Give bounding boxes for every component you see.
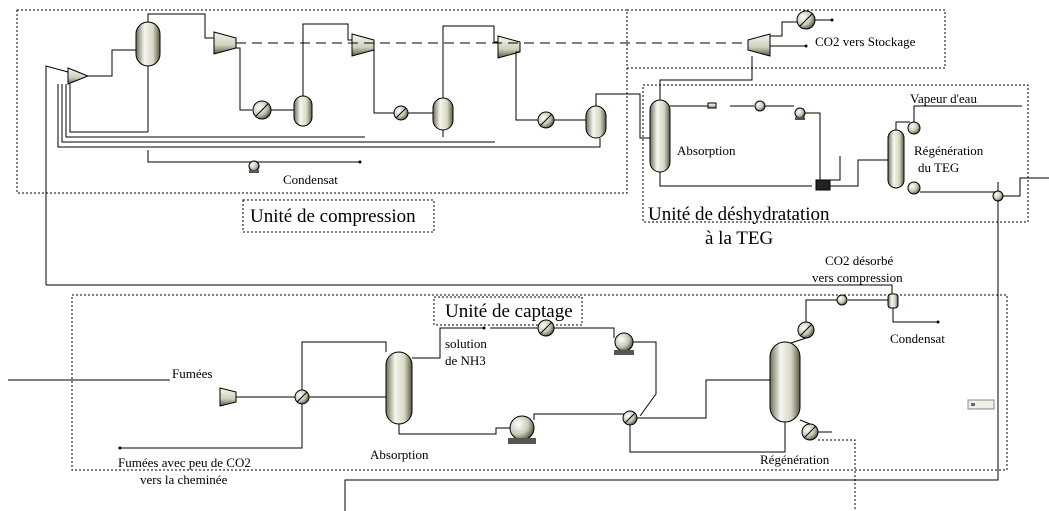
compression-title-box [242,199,435,233]
capture-flash-drum[interactable] [887,293,899,309]
teg-reboiler-icon[interactable] [907,181,921,195]
teg-cross-exchanger-icon[interactable] [815,179,831,191]
fumees-label: Fumées [172,366,212,381]
dehydration-unit-title: Unité de déshydratation [648,204,830,225]
nh3-label-1: solution [445,336,487,351]
condensat-capture-label: Condensat [890,331,945,346]
capture-pump-2-icon[interactable] [508,415,536,444]
flash-drum-2[interactable] [293,95,313,127]
capture-title-box [433,296,583,326]
teg-heat-exchanger-1-icon[interactable] [754,100,766,112]
compressor-4-icon[interactable] [747,33,771,57]
flash-drum-4[interactable] [585,105,607,139]
capture-absorber-column[interactable] [385,351,413,425]
fumees-out-label-1: Fumées avec peu de CO2 [118,455,251,470]
legend-marker [967,399,995,410]
co2-desorbe-label-1: CO2 désorbé [825,253,893,268]
mixer-icon[interactable] [67,67,90,85]
compressor-2-icon[interactable] [351,33,375,57]
compression-unit-box [16,9,628,194]
blower-icon[interactable] [219,387,237,407]
regen-teg-label-2: du TEG [918,160,959,175]
compression-unit-title: Unité de compression [250,206,416,227]
condensat-top-label: Condensat [283,172,338,187]
condensat-pump-icon[interactable] [248,160,260,173]
capture-absorption-label: Absorption [370,447,429,462]
compressor-3-icon[interactable] [497,35,521,59]
capture-unit-title: Unité de captage [445,301,573,322]
dehydration-unit-box [642,84,1029,223]
teg-absorber-column[interactable] [649,99,671,173]
teg-absorption-label: Absorption [677,143,736,158]
capture-pump-1-icon[interactable] [614,332,634,355]
flash-drum-1[interactable] [135,21,161,67]
regeneration-label: Régénération [760,452,830,467]
co2-storage-label: CO2 vers Stockage [815,34,916,49]
teg-condenser-icon[interactable] [907,121,921,135]
flash-drum-3[interactable] [432,97,454,131]
dehydration-unit-subtitle: à la TEG [705,228,774,249]
teg-pump-icon[interactable] [794,107,806,120]
capture-unit-box [71,294,1008,471]
teg-regenerator-column[interactable] [887,129,905,189]
regen-teg-label-1: Régénération [914,143,984,158]
fumees-out-label-2: vers la cheminée [140,472,228,487]
nh3-label-2: de NH3 [445,353,486,368]
capture-valve-icon[interactable] [836,294,848,306]
regenerator-column[interactable] [769,341,801,423]
compressor-1-icon[interactable] [213,31,237,55]
teg-valve-icon[interactable] [992,190,1004,202]
co2-desorbe-label-2: vers compression [812,270,903,285]
vapeur-label: Vapeur d'eau [910,91,977,106]
